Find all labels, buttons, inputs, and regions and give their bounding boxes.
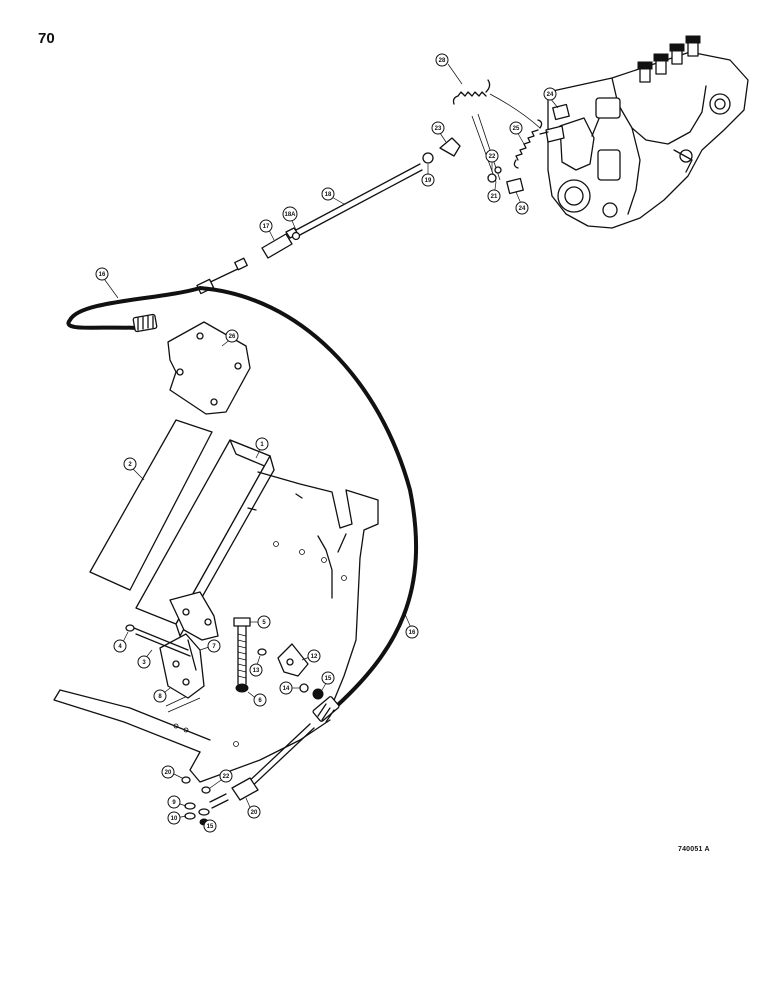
callout-c24a: 24 — [543, 87, 557, 101]
callout-label: 19 — [425, 178, 432, 184]
washer-22 — [201, 786, 211, 794]
throttle-cable-16 — [66, 285, 418, 714]
callout-c21a: 21 — [487, 189, 501, 203]
callout-c6: 6 — [253, 693, 267, 707]
callout-label: 23 — [435, 126, 442, 132]
washer-20b — [198, 808, 210, 816]
callout-label: 5 — [262, 620, 266, 626]
callout-label: 4 — [118, 644, 122, 650]
throttle-rod-18 — [295, 163, 423, 237]
callout-label: 16 — [409, 630, 416, 636]
callout-label: 13 — [253, 668, 260, 674]
figure-code: 740051 A — [678, 846, 710, 853]
callout-label: 3 — [142, 660, 146, 666]
washer-20 — [181, 776, 191, 784]
callout-c25: 25 — [509, 121, 523, 135]
spring-link-line — [489, 93, 541, 129]
callout-c18a: 18 — [321, 187, 335, 201]
callout-label: 28 — [439, 58, 446, 64]
bolt-5 — [233, 617, 251, 693]
callout-c26: 26 — [225, 329, 239, 343]
callout-label: 1 — [260, 442, 264, 448]
callout-c13: 13 — [249, 663, 263, 677]
callout-c3: 3 — [137, 655, 151, 669]
clevis-pin — [209, 793, 229, 809]
callout-c5: 5 — [257, 615, 271, 629]
callout-c4: 4 — [113, 639, 127, 653]
page-number: 70 — [38, 30, 55, 47]
callout-c23: 23 — [431, 121, 445, 135]
callout-c21b: 20 — [247, 805, 261, 819]
plate-24-lower — [506, 177, 524, 195]
callout-label: 8 — [158, 694, 162, 700]
callout-c12: 12 — [307, 649, 321, 663]
callout-label: 25 — [513, 126, 520, 132]
washer-10 — [184, 812, 196, 820]
callout-c28: 28 — [435, 53, 449, 67]
pad-2 — [89, 419, 213, 591]
callout-label: 22 — [489, 154, 496, 160]
washer-9 — [184, 802, 196, 810]
hinge-bracket-3 — [125, 624, 205, 699]
callout-c16a: 16 — [95, 267, 109, 281]
callout-label: 6 — [258, 698, 262, 704]
callout-label: 20 — [165, 770, 172, 776]
callout-c15a: 15 — [321, 671, 335, 685]
callout-label: 18A — [284, 212, 296, 218]
callout-label: 17 — [263, 224, 270, 230]
callout-label: 24 — [519, 206, 526, 212]
callout-c17: 17 — [259, 219, 273, 233]
plate-24-upper — [552, 103, 570, 121]
callout-c14: 14 — [279, 681, 293, 695]
callout-label: 2 — [128, 462, 132, 468]
spring-28 — [452, 79, 491, 105]
injection-pump — [539, 35, 749, 229]
callout-c1: 1 — [255, 437, 269, 451]
callout-label: 22 — [223, 774, 230, 780]
callout-label: 18 — [325, 192, 332, 198]
callout-c22b: 22 — [219, 769, 233, 783]
callout-c8: 8 — [153, 689, 167, 703]
callout-c18b: 18A — [282, 206, 298, 222]
callout-label: 16 — [99, 272, 106, 278]
nut-15 — [312, 688, 324, 700]
callout-c15b: 15 — [203, 819, 217, 833]
mounting-plate-26 — [167, 321, 251, 415]
callout-label: 12 — [311, 654, 318, 660]
nut-14 — [299, 683, 309, 693]
callout-c2: 2 — [123, 457, 137, 471]
lever-23 — [422, 113, 502, 183]
callout-c20: 20 — [161, 765, 175, 779]
callout-label: 20 — [251, 810, 258, 816]
callout-c16b: 16 — [405, 625, 419, 639]
callout-label: 10 — [171, 816, 178, 822]
callout-label: 21 — [491, 194, 498, 200]
washer-13 — [257, 648, 267, 656]
callout-label: 24 — [547, 92, 554, 98]
cable-adjust-nut-upper — [132, 313, 158, 333]
sleeve-17 — [261, 233, 293, 259]
callout-label: 14 — [283, 686, 290, 692]
callout-c19: 19 — [421, 173, 435, 187]
callout-label: 15 — [207, 824, 214, 830]
callout-label: 9 — [172, 800, 176, 806]
cable-lower-end — [231, 696, 340, 801]
callout-c9: 9 — [167, 795, 181, 809]
accelerator-pedal-1 — [135, 439, 275, 641]
callout-c24b: 24 — [515, 201, 529, 215]
callout-label: 7 — [212, 644, 216, 650]
callout-c10: 10 — [167, 811, 181, 825]
callout-c7: 7 — [207, 639, 221, 653]
callout-label: 26 — [229, 334, 236, 340]
callout-c22a: 22 — [485, 149, 499, 163]
callout-label: 15 — [325, 676, 332, 682]
